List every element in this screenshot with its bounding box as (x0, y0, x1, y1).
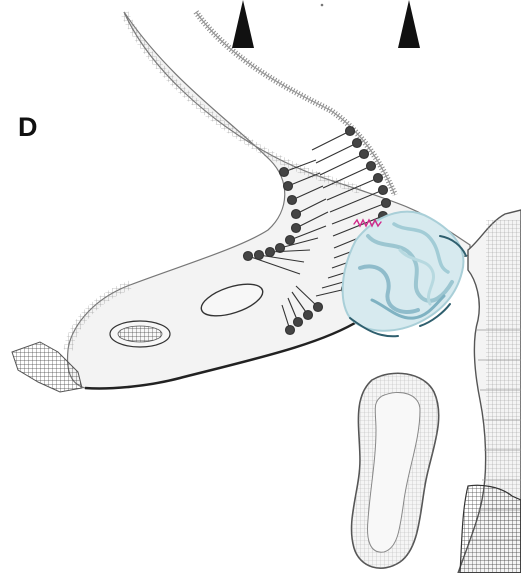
triangle-marker (398, 0, 420, 48)
speck (321, 4, 324, 7)
triangle-marker (232, 0, 254, 48)
panel-label: D (18, 114, 38, 141)
triangle-markers (232, 0, 420, 48)
vesicle (352, 373, 439, 568)
right-membrane-body (458, 210, 521, 573)
